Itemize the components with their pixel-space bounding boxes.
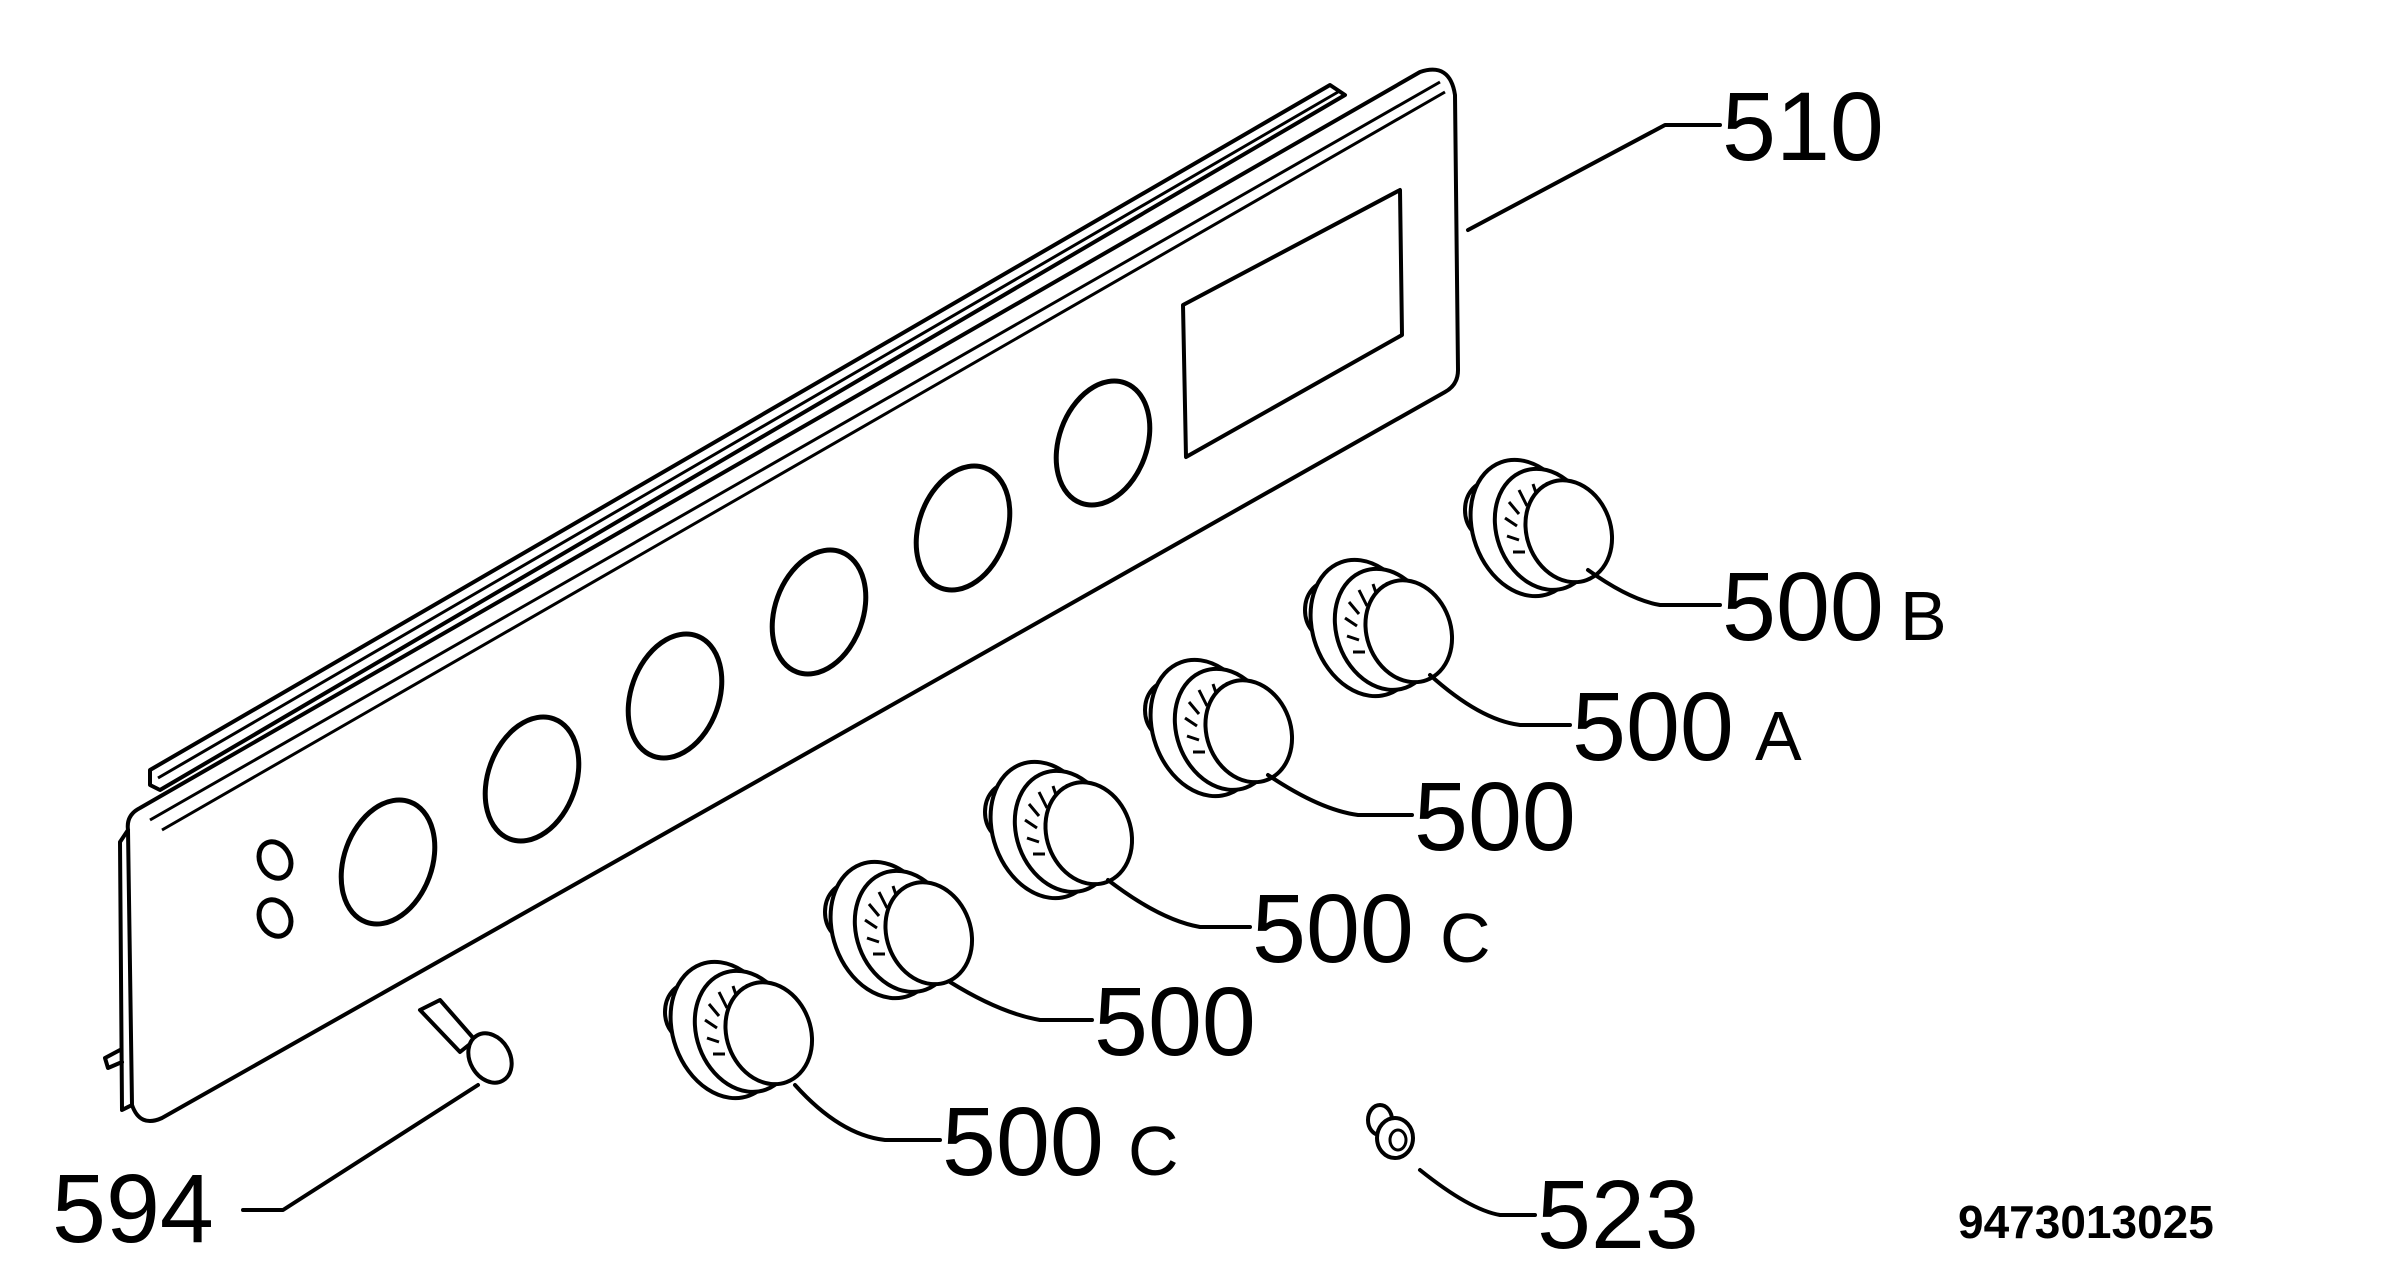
svg-text:C: C [1440, 899, 1491, 977]
push-button [418, 998, 514, 1085]
callout-523: 523 [1537, 1160, 1699, 1269]
callout-500-lower: 500 [1094, 967, 1256, 1076]
leader-lines [241, 123, 1722, 1217]
callout-500C-lower: 500 C [942, 1087, 1179, 1196]
svg-text:523: 523 [1537, 1160, 1699, 1269]
svg-text:B: B [1900, 577, 1947, 655]
callout-594: 594 [52, 1154, 214, 1263]
callout-510: 510 [1722, 72, 1884, 181]
svg-text:A: A [1755, 697, 1802, 775]
knob-500B [1450, 442, 1628, 614]
svg-text:C: C [1128, 1112, 1179, 1190]
knob-500-upper [1130, 642, 1308, 814]
callout-500-upper: 500 [1414, 762, 1576, 871]
svg-text:500: 500 [1094, 967, 1256, 1076]
svg-text:500: 500 [1252, 874, 1414, 983]
spring-clip [1366, 1103, 1415, 1160]
callout-500C-upper: 500 C [1252, 874, 1491, 983]
svg-text:500: 500 [942, 1087, 1104, 1196]
svg-text:500: 500 [1722, 552, 1884, 661]
svg-text:500: 500 [1414, 762, 1576, 871]
callout-500B: 500 B [1722, 552, 1947, 661]
document-number: 9473013025 [1958, 1196, 2214, 1248]
control-panel [103, 67, 1461, 1123]
callout-500A: 500 A [1572, 672, 1802, 781]
knob-500A [1290, 542, 1468, 714]
svg-text:500: 500 [1572, 672, 1734, 781]
svg-text:510: 510 [1722, 72, 1884, 181]
svg-text:594: 594 [52, 1154, 214, 1263]
